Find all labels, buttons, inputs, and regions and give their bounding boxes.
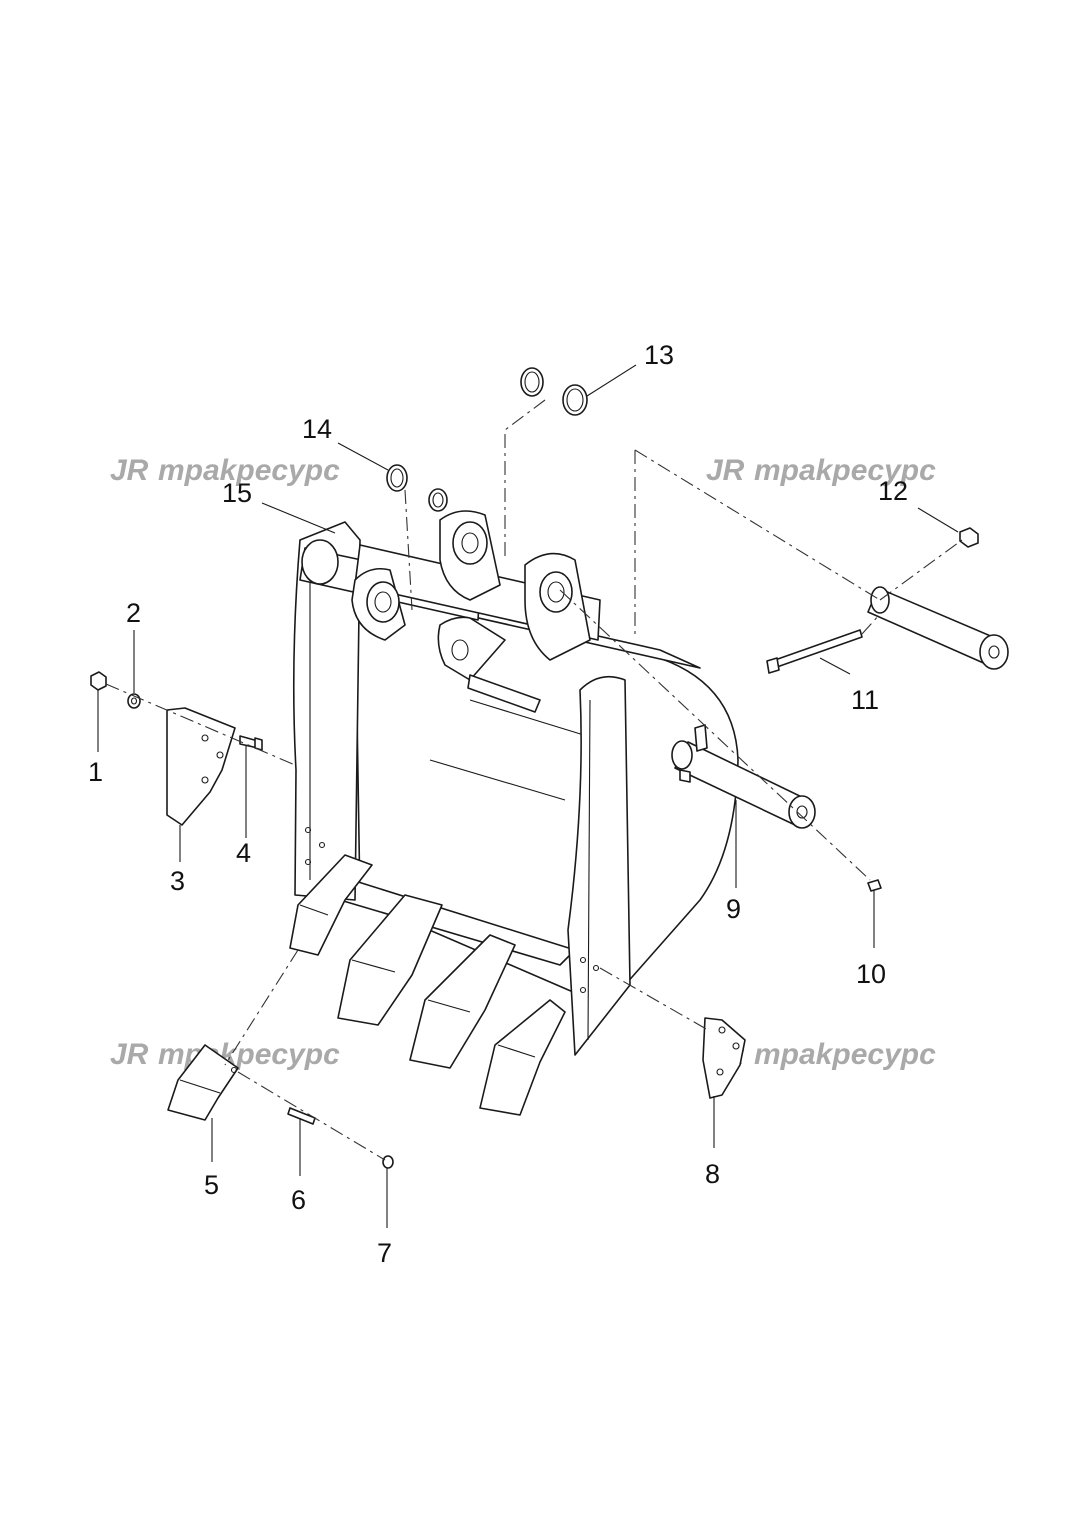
callout-11: 11 xyxy=(851,685,879,715)
part-1-nut xyxy=(90,671,107,691)
callout-numbers: 1 2 3 4 5 6 7 8 9 10 11 12 13 14 15 xyxy=(88,340,908,1268)
part-7-retainer xyxy=(382,1155,394,1169)
bucket-body xyxy=(292,521,739,1056)
bucket-teeth xyxy=(289,854,566,1116)
callout-3: 3 xyxy=(170,866,185,896)
callout-8: 8 xyxy=(705,1159,720,1189)
watermark-text: трakpecypc xyxy=(158,454,340,487)
part-upper-pin xyxy=(867,586,1009,670)
callout-9: 9 xyxy=(726,894,741,924)
watermark-bottom-left: JR трakpecypc xyxy=(110,1038,340,1071)
watermark-logo: JR xyxy=(110,1038,149,1071)
callout-5: 5 xyxy=(204,1170,219,1200)
assembly-lines xyxy=(105,399,963,1161)
callout-10: 10 xyxy=(856,959,886,989)
watermark-logo: JR xyxy=(110,454,149,487)
part-14-o-rings xyxy=(386,464,448,512)
part-6-pin xyxy=(287,1107,316,1125)
callout-15: 15 xyxy=(222,478,252,508)
callout-4: 4 xyxy=(236,838,251,868)
watermark-top-right: JR трakpecypc xyxy=(706,454,936,487)
callout-14: 14 xyxy=(302,414,332,444)
leader-lines xyxy=(97,364,959,1228)
part-11-bolt xyxy=(766,629,863,674)
callout-13: 13 xyxy=(644,340,674,370)
watermark-text: трakpecypc xyxy=(754,454,936,487)
part-5-tooth xyxy=(167,1044,239,1121)
callout-6: 6 xyxy=(291,1185,306,1215)
callout-1: 1 xyxy=(88,757,103,787)
watermark-text: трakpecypc xyxy=(754,1038,936,1071)
part-3-side-cutter xyxy=(166,707,236,826)
part-13-o-rings xyxy=(520,367,588,416)
watermark-text: трakpecypc xyxy=(158,1038,340,1071)
part-4-bolt xyxy=(239,735,263,751)
callout-2: 2 xyxy=(126,598,141,628)
part-12-nut xyxy=(959,527,979,548)
callout-7: 7 xyxy=(377,1238,392,1268)
part-8-side-cutter xyxy=(702,1017,746,1099)
part-9-pin xyxy=(671,724,816,829)
watermark-logo: JR xyxy=(706,454,745,487)
part-10-grease-nipple xyxy=(867,879,882,892)
callout-12: 12 xyxy=(878,476,908,506)
mounting-ears xyxy=(351,510,591,713)
watermark-top-left: JR трakpecypc xyxy=(110,454,340,487)
